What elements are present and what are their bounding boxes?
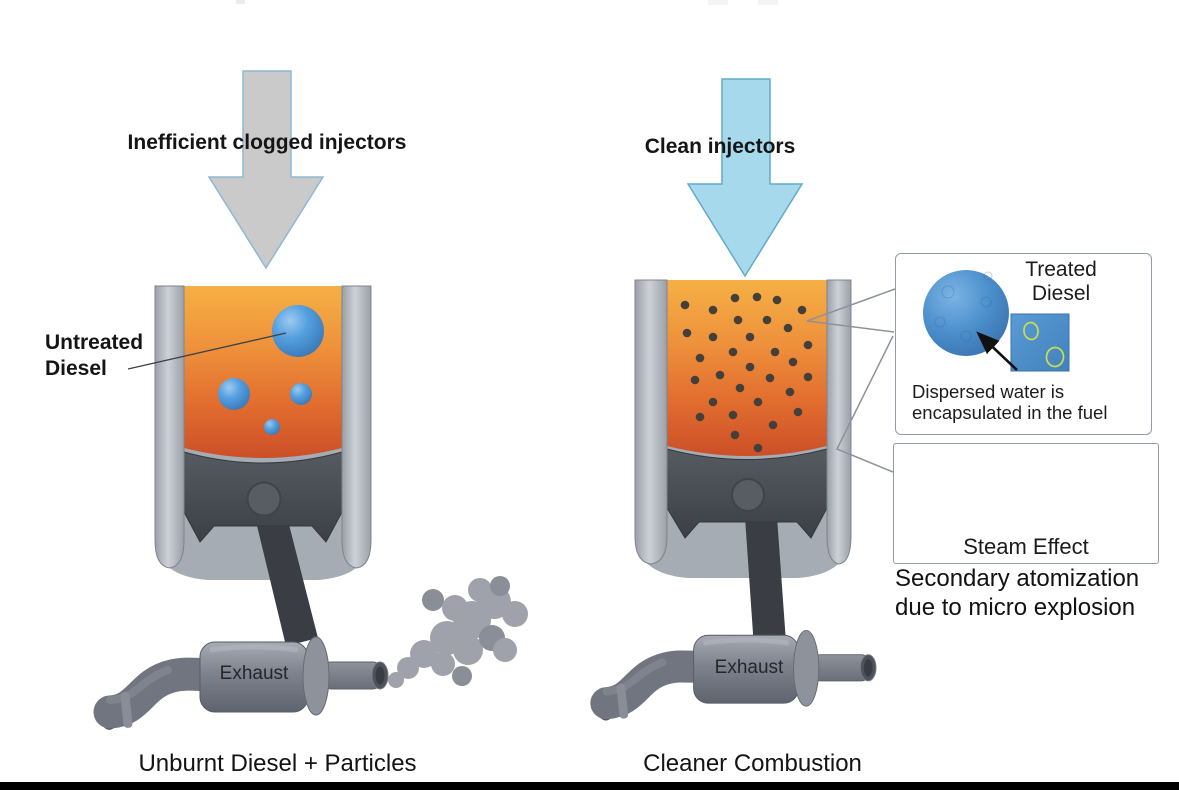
- untreated-diesel-label: Untreated Diesel: [45, 330, 195, 382]
- diesel-bubble: [218, 378, 250, 410]
- clean-injector-arrow: [686, 78, 804, 278]
- fuel-droplet: [803, 372, 813, 382]
- dispersed-caption-line1: Dispersed water is: [912, 381, 1065, 402]
- fuel-droplet: [715, 370, 725, 380]
- cropped-text-remnant: [236, 0, 245, 4]
- connecting-rod: [252, 505, 318, 646]
- fuel-droplet: [753, 443, 763, 453]
- cropped-text-remnant: [708, 0, 728, 5]
- fuel-droplet: [762, 315, 772, 325]
- fuel-sample-square: [1010, 313, 1070, 372]
- diesel-bubble: [290, 383, 312, 405]
- water-ring-icons: [1023, 321, 1065, 368]
- pointer-arrow: [976, 331, 1018, 371]
- untreated-pointer-line: [127, 332, 287, 370]
- clogged-injector-arrow: [207, 70, 325, 270]
- fuel-droplets: [680, 292, 813, 453]
- callout-lines: [806, 288, 896, 473]
- untreated-cylinder: [154, 285, 372, 646]
- fuel-droplet: [690, 375, 700, 385]
- fuel-droplet: [765, 373, 775, 383]
- fuel-droplet: [730, 430, 740, 440]
- fuel-droplet: [733, 315, 743, 325]
- steam-effect-label: Steam Effect: [963, 534, 1089, 559]
- fuel-droplet: [680, 300, 690, 310]
- exhaust-label-left: Exhaust: [219, 663, 289, 684]
- diesel-bubbles: [218, 305, 324, 435]
- fuel-droplet: [708, 305, 718, 315]
- exhaust-label-right: Exhaust: [714, 657, 784, 678]
- fuel-droplet: [770, 347, 780, 357]
- treated-diesel-callout-box: Treated Diesel Dispersed water is encaps…: [895, 253, 1152, 435]
- footnote-line2: due to micro explosion: [895, 594, 1136, 621]
- cropped-text-remnant: [758, 0, 778, 5]
- diesel-bubble: [264, 419, 280, 435]
- fuel-droplet: [783, 323, 793, 333]
- fuel-droplet: [735, 383, 745, 393]
- fuel-droplet: [695, 412, 705, 422]
- fuel-droplet: [752, 292, 762, 302]
- fuel-droplet: [708, 332, 718, 342]
- fuel-droplet: [785, 387, 795, 397]
- dispersed-caption-line2: encapsulated in the fuel: [912, 402, 1108, 423]
- piston-pin: [246, 481, 282, 517]
- footnote-line1: Secondary atomization: [895, 565, 1140, 592]
- fuel-droplet: [768, 420, 778, 430]
- fuel-droplet: [772, 295, 782, 305]
- fuel-droplet: [695, 353, 705, 363]
- fuel-droplet: [708, 397, 718, 407]
- treated-diesel-graphic: [923, 270, 1070, 372]
- treated-cylinder: [634, 279, 852, 648]
- clean-injectors-label: Clean injectors: [644, 135, 796, 158]
- treated-title-line2: Diesel: [1031, 282, 1091, 305]
- diesel-bubble: [272, 305, 324, 357]
- dispersed-water-caption: Dispersed water is encapsulated in the f…: [912, 381, 1140, 423]
- connecting-rod: [744, 503, 786, 648]
- unburnt-diesel-caption: Unburnt Diesel + Particles: [138, 750, 417, 777]
- untreated-label-line2: Diesel: [45, 357, 107, 380]
- fuel-droplet: [730, 293, 740, 303]
- cleaner-combustion-caption: Cleaner Combustion: [643, 750, 862, 777]
- fuel-droplet: [728, 347, 738, 357]
- fuel-droplet: [728, 410, 738, 420]
- fuel-droplet: [753, 397, 763, 407]
- clogged-injectors-label: Inefficient clogged injectors: [127, 131, 407, 154]
- treated-diesel-title: Treated Diesel: [1000, 258, 1122, 306]
- bottom-black-bar: [0, 782, 1179, 790]
- fuel-droplet: [797, 305, 807, 315]
- steam-effect-callout-box: Steam Effect: [893, 443, 1159, 564]
- fuel-droplet: [745, 362, 755, 372]
- fuel-droplet: [682, 328, 692, 338]
- secondary-atomization-note: Secondary atomization due to micro explo…: [895, 564, 1179, 622]
- fuel-droplet: [788, 357, 798, 367]
- fuel-droplet: [793, 407, 803, 417]
- untreated-label-line1: Untreated: [45, 331, 144, 354]
- piston-pin: [731, 478, 765, 512]
- fuel-droplet-sphere: [923, 270, 1009, 356]
- fuel-droplet: [803, 340, 813, 350]
- smoke-cloud: [388, 576, 528, 688]
- treated-title-line1: Treated: [1025, 258, 1097, 281]
- fuel-droplet: [745, 332, 755, 342]
